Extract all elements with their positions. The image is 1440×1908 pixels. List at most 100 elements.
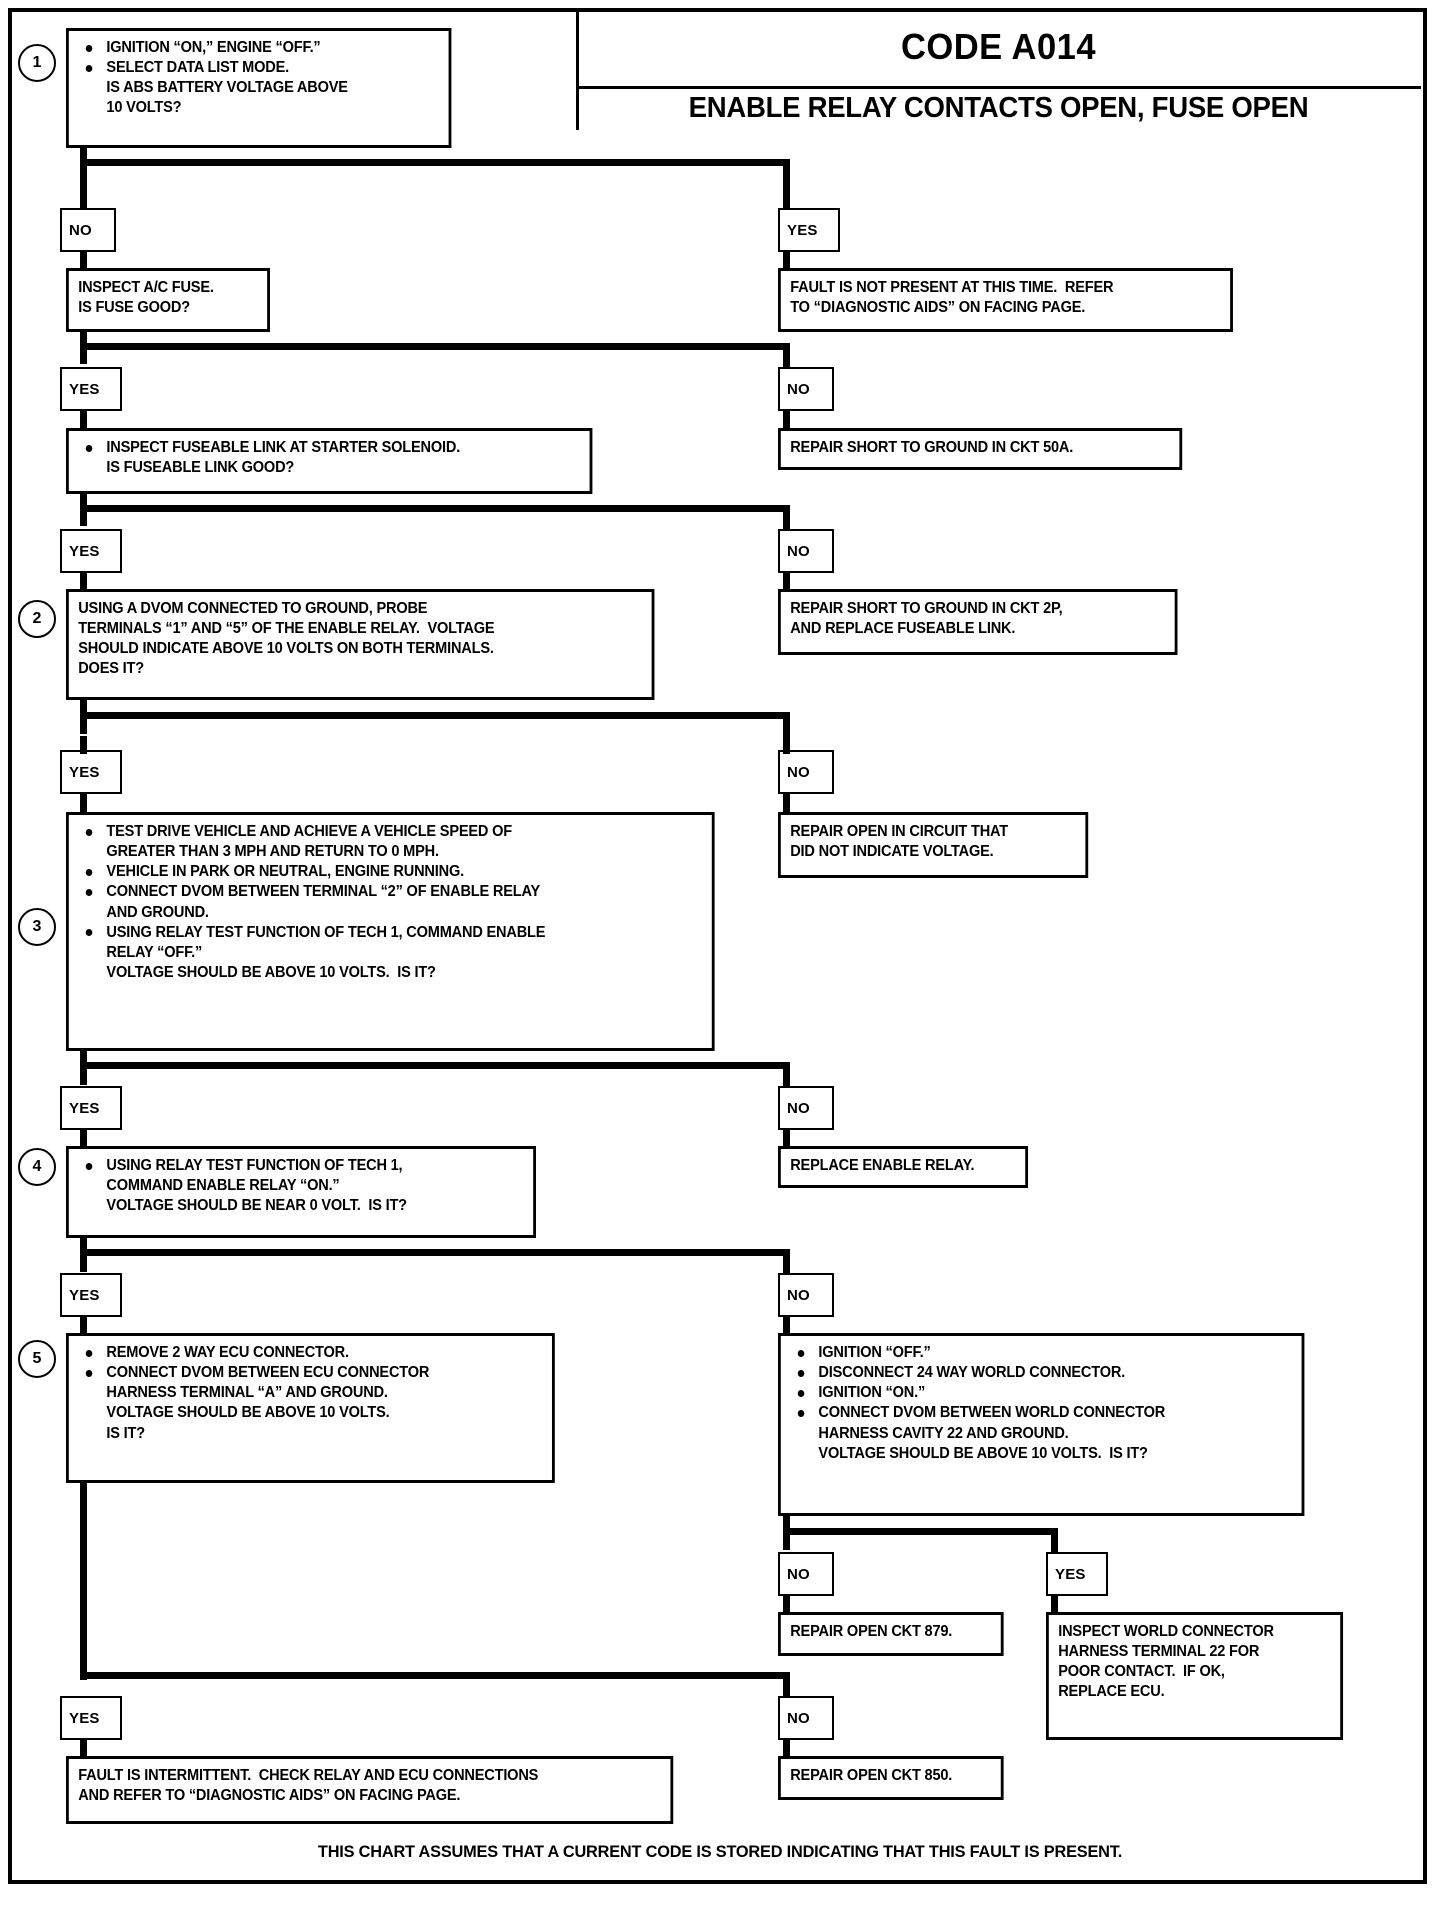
bullet-icon — [797, 1389, 805, 1397]
node-inspect-world-connector-line-0: INSPECT WORLD CONNECTOR — [1058, 1623, 1274, 1640]
node-step1: IGNITION “ON,” ENGINE “OFF.” SELECT DATA… — [66, 28, 452, 148]
branch-label-no: NO — [778, 529, 834, 573]
title-block: CODE A014 ENABLE RELAY CONTACTS OPEN, FU… — [576, 12, 1421, 130]
list-item: USING RELAY TEST FUNCTION OF TECH 1, COM… — [78, 923, 702, 983]
node-step4-l2: VOLTAGE SHOULD BE NEAR 0 VOLT. IS IT? — [106, 1197, 407, 1215]
connector-vertical — [80, 792, 87, 814]
node-fault-not-present: FAULT IS NOT PRESENT AT THIS TIME. REFER… — [778, 268, 1233, 332]
branch-label-yes: YES — [778, 208, 840, 252]
node-fault-not-present-line-0: FAULT IS NOT PRESENT AT THIS TIME. REFER — [790, 279, 1114, 296]
node-inspect-ac-fuse-line-0: INSPECT A/C FUSE. — [78, 279, 214, 296]
list-item: IGNITION “OFF.” — [790, 1343, 1292, 1363]
node-step2-line-1: TERMINALS “1” AND “5” OF THE ENABLE RELA… — [78, 620, 495, 638]
node-step2-line-2: SHOULD INDICATE ABOVE 10 VOLTS ON BOTH T… — [78, 640, 494, 658]
branch-label-yes: YES — [60, 1696, 122, 1740]
connector-vertical — [80, 186, 87, 210]
node-step1-line-3: 10 VOLTS? — [106, 99, 182, 117]
bullet-icon — [85, 1162, 93, 1170]
node-replace-enable-relay-line-0: REPLACE ENABLE RELAY. — [790, 1157, 975, 1174]
title-underline — [576, 86, 1421, 89]
branch-label-no: NO — [778, 750, 834, 794]
list-item: SELECT DATA LIST MODE.IS ABS BATTERY VOL… — [78, 58, 439, 118]
node-world-connector-b0-l0: IGNITION “OFF.” — [818, 1344, 931, 1361]
page-title-code: CODE A014 — [900, 26, 1097, 67]
node-repair-short-50a: REPAIR SHORT TO GROUND IN CKT 50A. — [778, 428, 1183, 470]
list-item: CONNECT DVOM BETWEEN ECU CONNECTOR HARNES… — [78, 1363, 542, 1444]
connector-vertical — [783, 343, 790, 367]
node-inspect-fuseable-link: INSPECT FUSEABLE LINK AT STARTER SOLENOI… — [66, 428, 593, 494]
node-step5-b1-l0: CONNECT DVOM BETWEEN ECU CONNECTOR — [106, 1364, 430, 1382]
node-step3-b1-l0: VEHICLE IN PARK OR NEUTRAL, ENGINE RUNNI… — [106, 863, 464, 881]
branch-label-no: NO — [778, 1696, 834, 1740]
step-marker-3: 3 — [18, 908, 56, 946]
node-repair-open-879-line-0: REPAIR OPEN CKT 879. — [790, 1623, 953, 1640]
node-repair-open-circuit: REPAIR OPEN IN CIRCUIT THAT DID NOT INDI… — [778, 812, 1089, 878]
title-divider — [576, 12, 579, 130]
node-repair-short-2p: REPAIR SHORT TO GROUND IN CKT 2P, AND RE… — [778, 589, 1178, 655]
list-item: IGNITION “ON,” ENGINE “OFF.” — [78, 38, 439, 58]
connector-vertical — [783, 1738, 790, 1760]
connector-vertical — [783, 505, 790, 529]
connector-horizontal — [80, 343, 790, 350]
node-world-connector: IGNITION “OFF.” DISCONNECT 24 WAY WORLD … — [778, 1333, 1305, 1516]
step-marker-1: 1 — [18, 44, 56, 82]
list-item: IGNITION “ON.” — [790, 1383, 1292, 1403]
connector-vertical — [80, 250, 87, 272]
node-step3-b3-l0: USING RELAY TEST FUNCTION OF TECH 1, COM… — [106, 923, 546, 941]
connector-horizontal — [80, 1672, 790, 1679]
node-inspect-world-connector-line-2: POOR CONTACT. IF OK, — [1058, 1663, 1225, 1681]
list-item: DISCONNECT 24 WAY WORLD CONNECTOR. — [790, 1363, 1292, 1383]
node-repair-open-879: REPAIR OPEN CKT 879. — [778, 1612, 1004, 1656]
node-step3-b0-l1: GREATER THAN 3 MPH AND RETURN TO 0 MPH. — [106, 843, 439, 861]
connector-vertical — [783, 186, 790, 210]
connector-vertical — [1051, 1528, 1058, 1552]
bullet-icon — [85, 1369, 93, 1377]
node-inspect-ac-fuse: INSPECT A/C FUSE. IS FUSE GOOD? — [66, 268, 270, 332]
node-world-connector-b3-l0: CONNECT DVOM BETWEEN WORLD CONNECTOR — [818, 1404, 1166, 1422]
footer-note: THIS CHART ASSUMES THAT A CURRENT CODE I… — [317, 1842, 1123, 1861]
bullet-icon — [85, 44, 93, 52]
node-step5-b1-l1: HARNESS TERMINAL “A” AND GROUND. — [106, 1384, 388, 1402]
branch-label-no: NO — [778, 1552, 834, 1596]
connector-vertical — [783, 250, 790, 272]
connector-vertical — [783, 792, 790, 814]
connector-vertical — [783, 1315, 790, 1337]
node-repair-open-850: REPAIR OPEN CKT 850. — [778, 1756, 1004, 1800]
node-step3-b0-l0: TEST DRIVE VEHICLE AND ACHIEVE A VEHICLE… — [106, 823, 512, 840]
bullet-icon — [85, 1349, 93, 1357]
node-step4-l0: USING RELAY TEST FUNCTION OF TECH 1, — [106, 1157, 403, 1174]
connector-vertical — [80, 1315, 87, 1337]
node-step1-line-2: IS ABS BATTERY VOLTAGE ABOVE — [106, 79, 348, 97]
node-repair-open-circuit-line-1: DID NOT INDICATE VOLTAGE. — [790, 843, 994, 861]
node-step2-line-0: USING A DVOM CONNECTED TO GROUND, PROBE — [78, 600, 428, 617]
branch-label-no: NO — [778, 367, 834, 411]
branch-label-yes: YES — [60, 750, 122, 794]
branch-label-yes: YES — [60, 367, 122, 411]
node-world-connector-b1-l0: DISCONNECT 24 WAY WORLD CONNECTOR. — [818, 1364, 1126, 1382]
list-item: USING RELAY TEST FUNCTION OF TECH 1,COMM… — [78, 1156, 524, 1216]
list-item: CONNECT DVOM BETWEEN TERMINAL “2” OF ENA… — [78, 882, 702, 922]
connector-vertical — [783, 1128, 790, 1150]
node-replace-enable-relay: REPLACE ENABLE RELAY. — [778, 1146, 1029, 1188]
branch-label-yes: YES — [60, 1273, 122, 1317]
connector-vertical — [1051, 1594, 1058, 1616]
node-step4: USING RELAY TEST FUNCTION OF TECH 1,COMM… — [66, 1146, 536, 1238]
node-fault-intermittent-line-0: FAULT IS INTERMITTENT. CHECK RELAY AND E… — [78, 1767, 539, 1784]
node-step3: TEST DRIVE VEHICLE AND ACHIEVE A VEHICLE… — [66, 812, 715, 1051]
node-inspect-fuseable-link-line-1: IS FUSEABLE LINK GOOD? — [106, 459, 295, 477]
branch-label-no: NO — [778, 1273, 834, 1317]
connector-vertical — [80, 1738, 87, 1760]
node-step3-b2-l0: CONNECT DVOM BETWEEN TERMINAL “2” OF ENA… — [106, 883, 541, 901]
connector-horizontal — [80, 159, 790, 166]
branch-label-no: NO — [778, 1086, 834, 1130]
branch-label-yes: YES — [1046, 1552, 1108, 1596]
node-world-connector-b3-l1: HARNESS CAVITY 22 AND GROUND. — [818, 1424, 1069, 1442]
node-repair-open-circuit-line-0: REPAIR OPEN IN CIRCUIT THAT — [790, 823, 1009, 840]
node-inspect-ac-fuse-line-1: IS FUSE GOOD? — [78, 299, 190, 317]
list-item: CONNECT DVOM BETWEEN WORLD CONNECTOR HARN… — [790, 1403, 1292, 1463]
node-step1-line-0: IGNITION “ON,” ENGINE “OFF.” — [106, 39, 321, 56]
connector-vertical — [783, 571, 790, 593]
node-step3-b3-l2: VOLTAGE SHOULD BE ABOVE 10 VOLTS. IS IT? — [106, 963, 436, 981]
node-step5-b1-l3: IS IT? — [106, 1424, 145, 1442]
